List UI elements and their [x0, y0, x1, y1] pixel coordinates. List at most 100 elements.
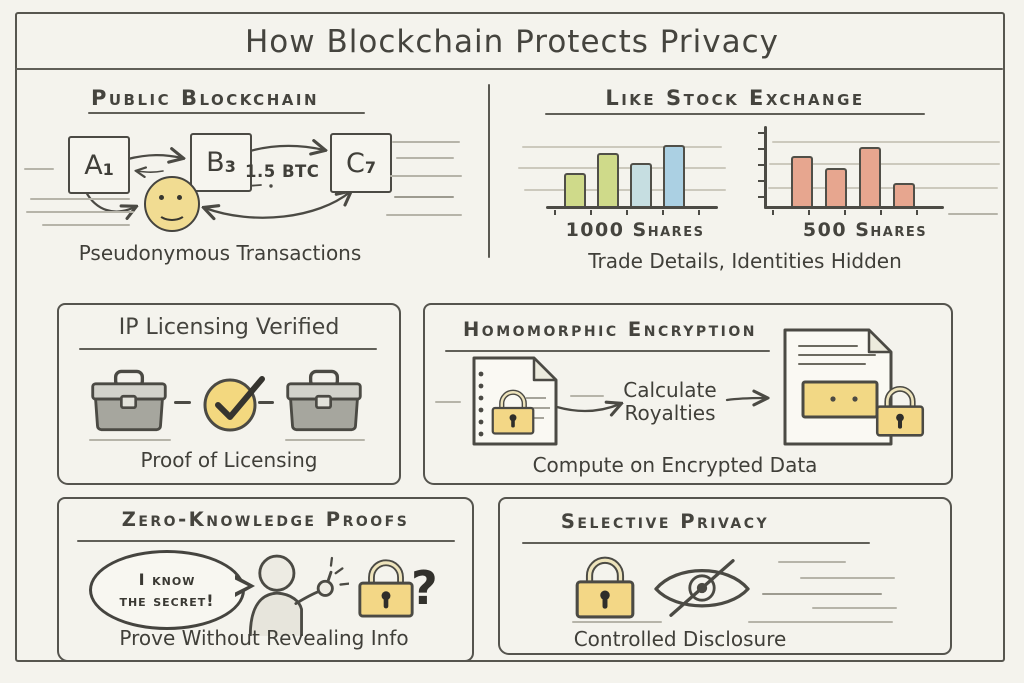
gridline: [524, 189, 726, 191]
shadow-line: [89, 439, 171, 441]
link-dash: [258, 401, 274, 404]
gridline: [772, 141, 1000, 143]
gridline: [769, 163, 1000, 165]
scribble-line: [778, 561, 846, 563]
process-line1: Calculate: [623, 378, 717, 402]
bar: [663, 144, 685, 207]
block-letter: A: [84, 149, 103, 181]
encrypted-document-icon: [472, 356, 558, 446]
public-blockchain-heading: Public Blockchain: [90, 86, 319, 110]
redacted-document-icon: [783, 328, 929, 446]
zero-knowledge-box: Zero-Knowledge Proofs I know the secret!…: [57, 497, 474, 662]
scribble-line: [948, 213, 998, 215]
scribble-line: [762, 593, 882, 595]
bar: [630, 163, 652, 207]
doc-dot-column: [478, 371, 484, 437]
block-letter: B: [206, 147, 225, 178]
scribble-line: [24, 168, 54, 170]
speech-bubble: I know the secret!: [89, 550, 245, 630]
public-blockchain-caption: Pseudonymous Transactions: [78, 241, 362, 265]
gridline: [518, 167, 726, 169]
speech-line1: I know: [138, 569, 196, 589]
zero-knowledge-heading: Zero-Knowledge Proofs: [121, 508, 410, 531]
calculate-royalties-label: Calculate Royalties: [610, 379, 730, 425]
scribble-line: [396, 157, 454, 159]
block-subscript: 3: [224, 157, 236, 176]
ip-licensing-underline: [79, 348, 377, 350]
homomorphic-box: Homomorphic Encryption Calculate Royalti…: [423, 303, 953, 485]
chart2-label: 500 Shares: [802, 219, 928, 241]
stock-exchange-caption: Trade Details, Identities Hidden: [588, 249, 902, 273]
chart2-y-ticks: [758, 132, 764, 204]
outer-frame: [15, 12, 1005, 662]
bar: [859, 146, 881, 207]
smiley-eye: [177, 195, 182, 200]
chart1-label: 1000 Shares: [565, 219, 705, 241]
bar: [564, 173, 586, 207]
homomorphic-underline: [445, 350, 770, 352]
eye-hidden-icon: [654, 559, 750, 617]
btc-transfer-label: 1.5 BTC: [245, 162, 320, 181]
chart1-x-axis: [546, 206, 718, 209]
zero-knowledge-caption: Prove Without Revealing Info: [119, 626, 409, 650]
scribble-line: [26, 211, 134, 213]
shadow-line: [285, 439, 365, 441]
lock-icon: [355, 554, 417, 620]
scribble-line: [748, 621, 893, 623]
scribble-line: [800, 577, 895, 579]
stock-exchange-heading: Like Stock Exchange: [605, 86, 865, 110]
homomorphic-caption: Compute on Encrypted Data: [532, 453, 818, 477]
person-icon: [248, 554, 349, 636]
link-dash: [174, 401, 191, 404]
bar-chart-500-shares: [767, 128, 969, 207]
scribble-line: [390, 175, 462, 177]
scribble-line: [570, 395, 604, 397]
sparkle-marks: [329, 556, 349, 586]
bar: [893, 183, 915, 207]
thumb-up: [326, 570, 333, 583]
briefcase-icon: [282, 367, 366, 435]
redaction-block: [801, 380, 879, 419]
check-circle-icon: [203, 376, 265, 432]
speech-line2: the secret!: [119, 590, 215, 610]
doc-text-lines: [798, 345, 876, 365]
top-section-divider: [488, 84, 490, 258]
scribble-line: [812, 607, 897, 609]
public-blockchain-underline: [88, 112, 365, 114]
selective-privacy-heading: Selective Privacy: [560, 510, 770, 533]
chart2-x-ticks: [772, 210, 942, 215]
stock-exchange-underline: [545, 113, 925, 115]
bar: [825, 167, 847, 207]
process-line2: Royalties: [624, 401, 716, 425]
briefcase-icon: [87, 367, 171, 435]
ip-licensing-box: IP Licensing Verified Proof of Licensing: [57, 303, 401, 485]
person-arm: [294, 589, 321, 605]
ip-licensing-caption: Proof of Licensing: [140, 448, 318, 472]
ip-licensing-heading: IP Licensing Verified: [118, 315, 340, 340]
bar: [597, 153, 619, 207]
shadow-line: [572, 621, 662, 623]
chart2-x-axis: [764, 206, 944, 209]
smiley-mouth: [157, 202, 187, 221]
block-subscript: 7: [364, 157, 376, 177]
scribble-line: [42, 224, 130, 226]
person-hand: [316, 579, 334, 597]
speech-bubble-tail-fill: [232, 578, 248, 594]
selective-privacy-caption: Controlled Disclosure: [573, 627, 787, 651]
scribble-line: [394, 196, 454, 198]
zero-knowledge-underline: [77, 540, 455, 542]
scribble-line: [435, 401, 461, 403]
smiley-eye: [159, 195, 164, 200]
selective-privacy-underline: [522, 542, 870, 544]
eye-slash: [669, 559, 735, 617]
question-mark: ?: [411, 561, 438, 615]
gridline: [768, 187, 998, 189]
page-title: How Blockchain Protects Privacy: [245, 24, 779, 60]
chart1-x-ticks: [554, 210, 716, 215]
gridline: [522, 146, 722, 148]
smiley-face-icon: [144, 176, 200, 232]
